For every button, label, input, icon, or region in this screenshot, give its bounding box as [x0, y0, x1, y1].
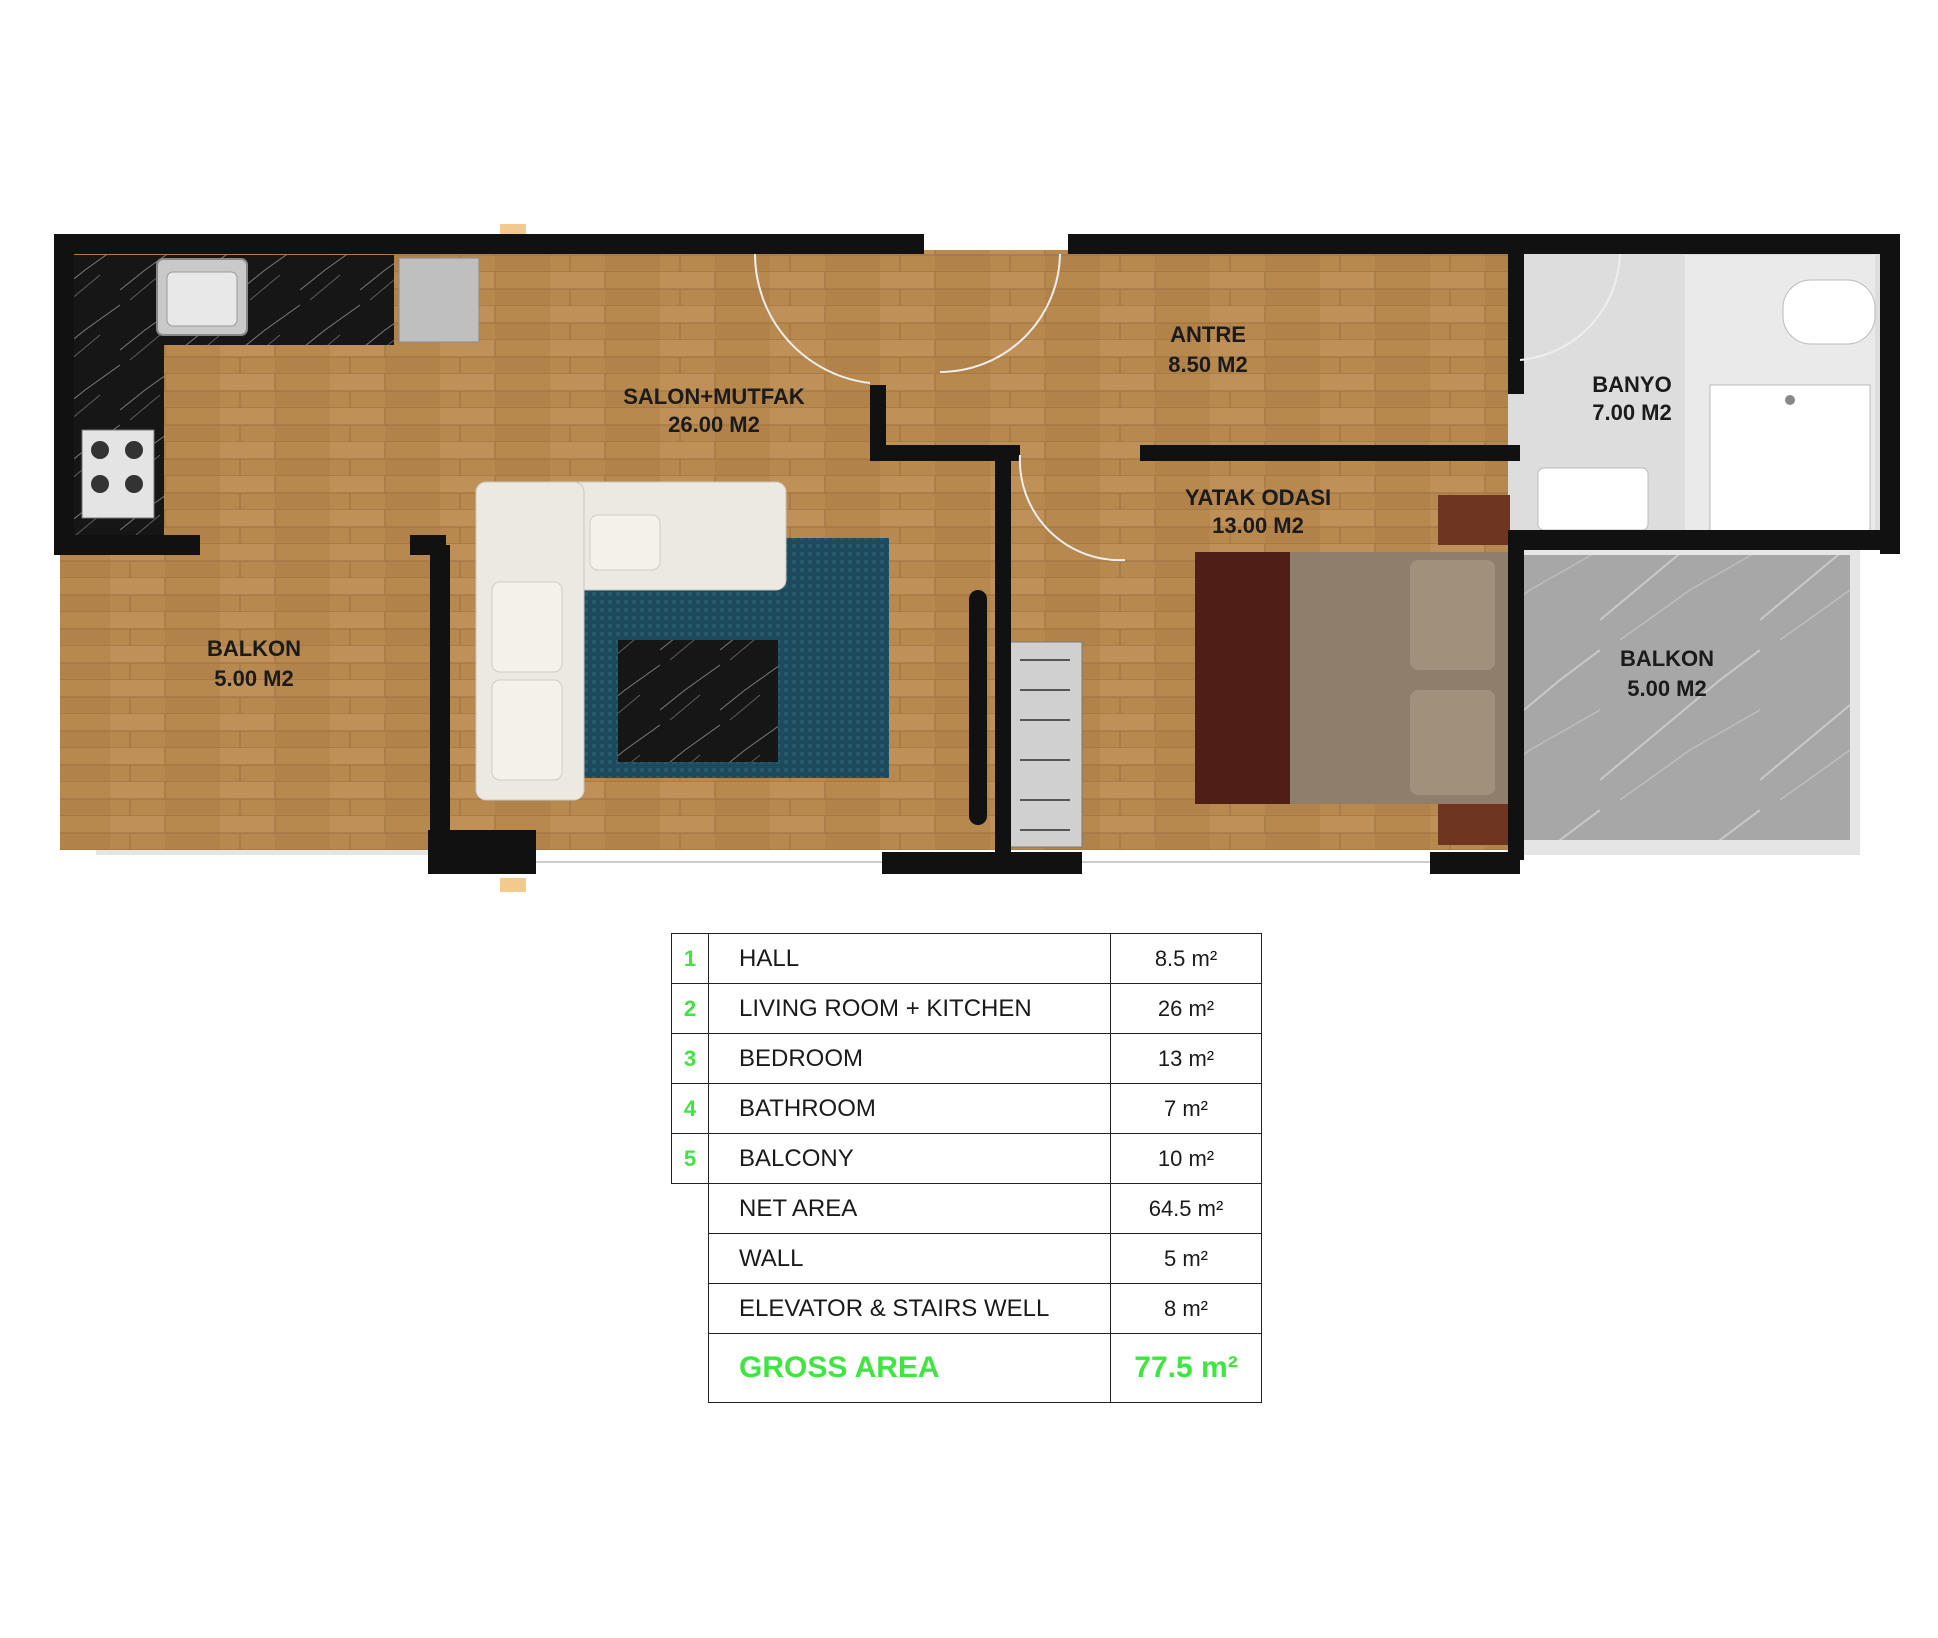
table-row: 4 BATHROOM 7 m² — [671, 1083, 1262, 1134]
row-number: 2 — [671, 983, 709, 1034]
area-antre: 8.50 M2 — [1168, 352, 1248, 377]
row-number: 4 — [671, 1083, 709, 1134]
label-antre: ANTRE — [1170, 322, 1246, 347]
row-value: 10 m² — [1110, 1133, 1262, 1184]
row-value: 26 m² — [1110, 983, 1262, 1034]
fridge-icon — [398, 257, 480, 343]
table-row: 1 HALL 8.5 m² — [671, 933, 1262, 984]
row-value: 7 m² — [1110, 1083, 1262, 1134]
coffee-table — [618, 640, 778, 762]
row-name: BATHROOM — [708, 1083, 1111, 1134]
table-row: 2 LIVING ROOM + KITCHEN 26 m² — [671, 983, 1262, 1034]
window-marker-top — [500, 224, 526, 234]
toilet-icon — [1782, 279, 1876, 345]
stove-icon — [81, 429, 155, 519]
table-row-gross: GROSS AREA 77.5 m² — [672, 1333, 1262, 1403]
area-balkon-left: 5.00 M2 — [214, 666, 294, 691]
area-balkon-right: 5.00 M2 — [1627, 676, 1707, 701]
area-yatak-odasi: 13.00 M2 — [1212, 513, 1304, 538]
row-value: 64.5 m² — [1110, 1183, 1262, 1234]
row-number: 1 — [671, 933, 709, 984]
row-name: ELEVATOR & STAIRS WELL — [708, 1283, 1111, 1334]
area-salon: 26.00 M2 — [668, 412, 760, 437]
row-number: 3 — [671, 1033, 709, 1084]
row-name: BEDROOM — [708, 1033, 1111, 1084]
row-number: 5 — [671, 1133, 709, 1184]
label-salon: SALON+MUTFAK — [623, 384, 805, 409]
area-banyo: 7.00 M2 — [1592, 400, 1672, 425]
label-yatak-odasi: YATAK ODASI — [1185, 485, 1331, 510]
table-row: ELEVATOR & STAIRS WELL 8 m² — [672, 1283, 1262, 1334]
area-table: 1 HALL 8.5 m² 2 LIVING ROOM + KITCHEN 26… — [671, 933, 1262, 1403]
row-name: LIVING ROOM + KITCHEN — [708, 983, 1111, 1034]
gross-area-value: 77.5 m² — [1110, 1333, 1262, 1403]
door-swings — [754, 253, 1621, 562]
walls — [54, 234, 1900, 874]
label-balkon-right: BALKON — [1620, 646, 1714, 671]
row-name: HALL — [708, 933, 1111, 984]
table-row: WALL 5 m² — [672, 1233, 1262, 1284]
table-row: NET AREA 64.5 m² — [672, 1183, 1262, 1234]
row-name: WALL — [708, 1233, 1111, 1284]
bed-headboard — [1438, 495, 1510, 545]
row-value: 8.5 m² — [1110, 933, 1262, 984]
table-row: 3 BEDROOM 13 m² — [671, 1033, 1262, 1084]
sofa — [475, 481, 787, 801]
shower-tray — [1709, 384, 1871, 534]
row-name: NET AREA — [708, 1183, 1111, 1234]
row-value: 8 m² — [1110, 1283, 1262, 1334]
gross-area-label: GROSS AREA — [708, 1333, 1111, 1403]
table-row: 5 BALCONY 10 m² — [671, 1133, 1262, 1184]
row-name: BALCONY — [708, 1133, 1111, 1184]
label-balkon-left: BALKON — [207, 636, 301, 661]
row-value: 13 m² — [1110, 1033, 1262, 1084]
floor-plan: SALON+MUTFAK 26.00 M2 ANTRE 8.50 M2 BANY… — [54, 224, 1900, 892]
row-value: 5 m² — [1110, 1233, 1262, 1284]
label-banyo: BANYO — [1592, 372, 1671, 397]
washbasin-icon — [1537, 467, 1649, 531]
wardrobe — [1006, 641, 1083, 848]
window-marker-bottom — [500, 878, 526, 892]
